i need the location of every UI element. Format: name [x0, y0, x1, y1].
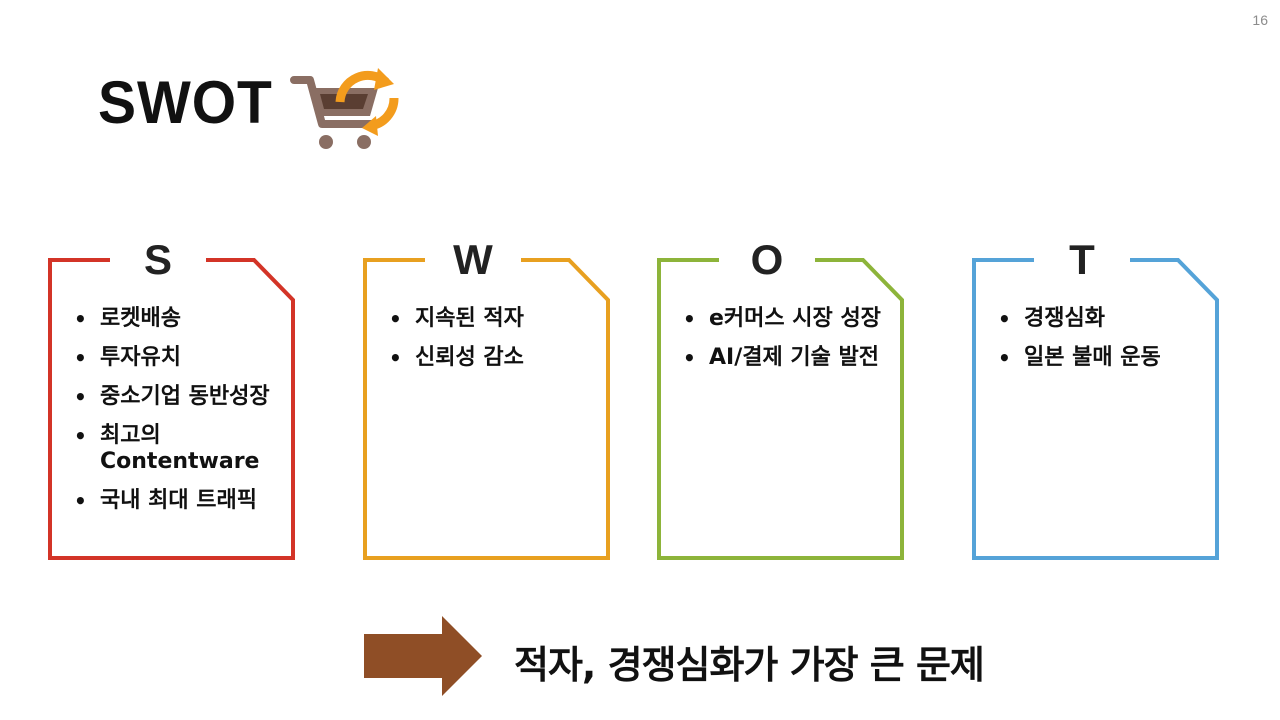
conclusion-text: 적자, 경쟁심화가 가장 큰 문제: [514, 643, 985, 687]
card-list: •로켓배송 •투자유치 •중소기업 동반성장 •최고의 Contentware …: [74, 306, 279, 527]
swot-card-weaknesses: W •지속된 적자 •신뢰성 감소: [363, 236, 612, 562]
list-item: •국내 최대 트래픽: [74, 488, 257, 513]
list-item: •e커머스 시장 성장: [683, 306, 881, 331]
list-item: •지속된 적자: [389, 306, 524, 331]
list-item: •일본 불매 운동: [998, 345, 1161, 370]
card-letter: O: [750, 236, 784, 283]
card-list: •e커머스 시장 성장 •AI/결제 기술 발전: [683, 306, 888, 384]
card-letter: W: [453, 236, 493, 283]
card-frame: [363, 258, 610, 560]
list-item: •로켓배송: [74, 306, 181, 331]
slide-title: SWOT: [98, 69, 273, 136]
card-list: •경쟁심화 •일본 불매 운동: [998, 306, 1203, 384]
card-letter: S: [143, 236, 172, 283]
swot-card-threats: T •경쟁심화 •일본 불매 운동: [972, 236, 1221, 562]
list-item: •AI/결제 기술 발전: [683, 345, 880, 370]
swot-card-opportunities: O •e커머스 시장 성장 •AI/결제 기술 발전: [657, 236, 906, 562]
card-list: •지속된 적자 •신뢰성 감소: [389, 306, 594, 384]
list-item: •최고의 Contentware: [74, 423, 260, 474]
shopping-cart-refresh-icon: [290, 68, 399, 149]
right-arrow-icon: [364, 616, 482, 696]
page-number: 16: [1252, 12, 1268, 28]
list-item: •신뢰성 감소: [389, 345, 524, 370]
list-item: •중소기업 동반성장: [74, 384, 270, 409]
card-frame: [48, 258, 295, 560]
card-frame: [657, 258, 904, 560]
list-item: •투자유치: [74, 345, 181, 370]
card-letter: T: [1069, 236, 1095, 283]
swot-card-strengths: S •로켓배송 •투자유치 •중소기업 동반성장 •최고의 Contentwar…: [48, 236, 297, 562]
card-frame: [972, 258, 1219, 560]
list-item: •경쟁심화: [998, 306, 1105, 331]
